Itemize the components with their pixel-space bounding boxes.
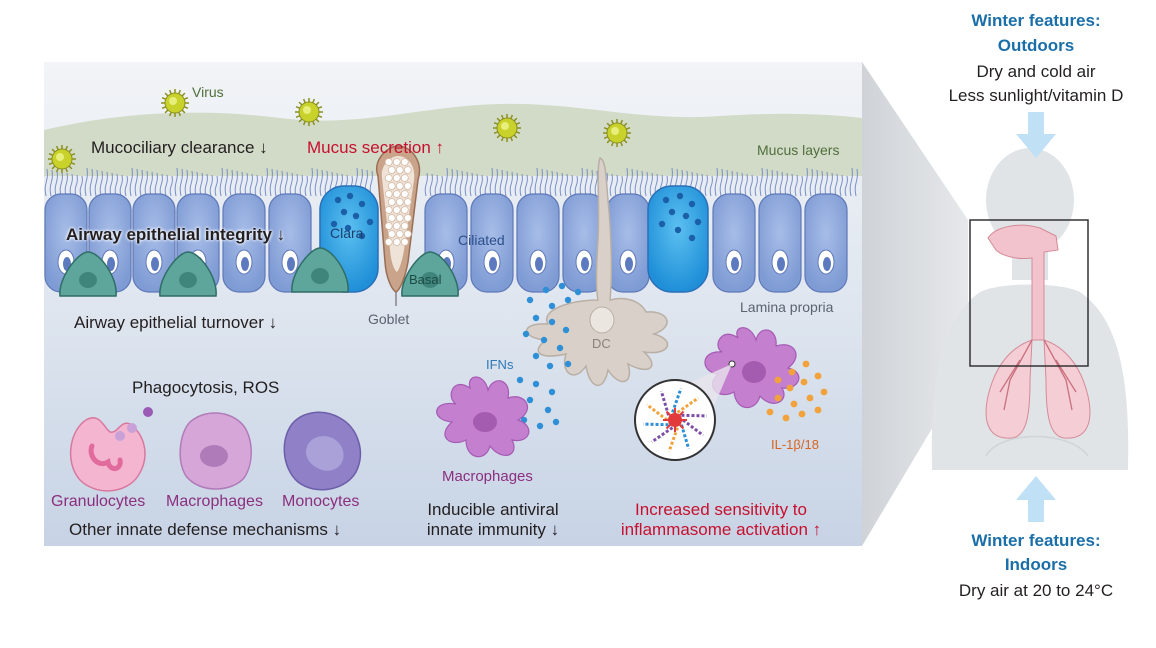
ciliated-cell xyxy=(516,193,560,293)
integrity-label: Airway epithelial integrity ↓ xyxy=(66,225,286,244)
dc-label: DC xyxy=(592,336,611,351)
granulocyte-cell xyxy=(69,407,153,492)
virus-icon xyxy=(603,119,631,147)
zoom-cone xyxy=(862,62,968,546)
il-label: IL-1β/18 xyxy=(771,437,819,452)
il-dots xyxy=(766,360,828,422)
turnover-label: Airway epithelial turnover ↓ xyxy=(74,313,278,332)
viruses xyxy=(48,89,631,173)
ciliated-cell xyxy=(222,193,266,293)
respiratory-tract xyxy=(985,224,1091,457)
mucociliary-label: Mucociliary clearance ↓ xyxy=(91,138,268,157)
basal-label: Basal xyxy=(409,272,442,287)
outdoor-line-2: Less sunlight/vitamin D xyxy=(948,86,1124,105)
mucus-layer xyxy=(44,103,862,176)
virus-label: Virus xyxy=(192,84,224,100)
granulocytes-label: Granulocytes xyxy=(51,493,146,510)
outdoor-title-2: Outdoors xyxy=(997,36,1075,55)
macrophages-mid-label: Macrophages xyxy=(442,468,533,485)
clara-cell-2 xyxy=(647,185,709,293)
outdoor-arrow-icon xyxy=(1016,112,1056,158)
virus-icon xyxy=(161,89,189,117)
goblet-label: Goblet xyxy=(368,311,410,327)
outdoor-line-1: Dry and cold air xyxy=(976,62,1096,81)
inducible-line-1: Inducible antiviral xyxy=(427,500,559,519)
clara-label: Clara xyxy=(330,225,364,241)
goblet-cell xyxy=(375,145,421,306)
ciliated-cell xyxy=(712,193,756,293)
virus-icon xyxy=(295,98,323,126)
zoom-box xyxy=(969,219,1089,367)
other-innate-label: Other innate defense mechanisms ↓ xyxy=(69,520,342,539)
ciliated-label: Ciliated xyxy=(458,232,505,248)
basal-cells xyxy=(59,247,459,297)
inflammasome-circle xyxy=(634,379,716,461)
virus-icon xyxy=(48,145,76,173)
macrophage-row-cell xyxy=(179,412,252,490)
inducible-line-2: innate immunity ↓ xyxy=(426,520,560,539)
ciliated-cell xyxy=(758,193,802,293)
epithelial-cells xyxy=(44,193,848,293)
ciliated-cell xyxy=(470,193,514,293)
ciliated-cell xyxy=(132,193,176,293)
indoor-title-1: Winter features: xyxy=(971,531,1101,550)
macrophages-row-label: Macrophages xyxy=(166,493,263,510)
monocytes-label: Monocytes xyxy=(282,493,360,510)
mucus-secretion-label: Mucus secretion ↑ xyxy=(307,138,444,157)
virus-icon xyxy=(493,114,521,142)
indoor-arrow-icon xyxy=(1016,476,1056,522)
phago-label: Phagocytosis, ROS xyxy=(132,378,280,397)
indoor-line-1: Dry air at 20 to 24°C xyxy=(958,581,1114,600)
outdoor-title-1: Winter features: xyxy=(971,11,1101,30)
ifns-label: IFNs xyxy=(486,357,514,372)
dendritic-cell xyxy=(526,157,669,386)
ciliated-cell xyxy=(606,193,650,293)
mucus-layers-label: Mucus layers xyxy=(757,142,840,158)
increased-line-2: inflammasome activation ↑ xyxy=(620,520,822,539)
lamina-label: Lamina propria xyxy=(740,299,834,315)
increased-line-1: Increased sensitivity to xyxy=(635,500,807,519)
macrophage-middle xyxy=(436,376,530,458)
indoor-title-2: Indoors xyxy=(1004,555,1068,574)
monocyte-cell xyxy=(283,411,362,491)
ciliated-cell xyxy=(804,193,848,293)
